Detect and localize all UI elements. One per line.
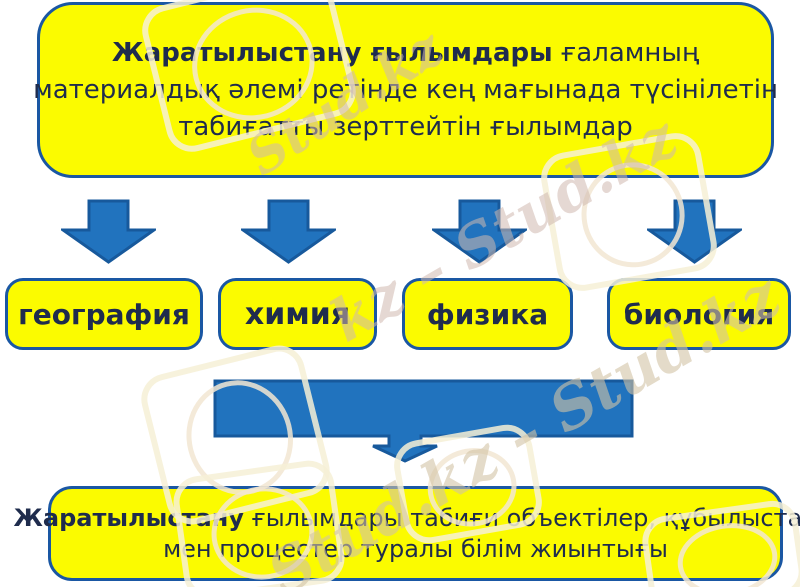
category-label: география <box>18 297 190 331</box>
title-line-1: Жаратылыстану ғылымдары ғаламның <box>112 35 699 72</box>
summary-bold-term: Жаратылыстану <box>13 503 244 532</box>
summary-line-1-rest: ғылымдары табиғи объектілер, құбылыстар <box>243 503 800 532</box>
category-label: химия <box>244 296 351 332</box>
category-label: биология <box>623 297 775 331</box>
category-box-physics: физика <box>402 278 573 350</box>
merge-bar-down-arrow-icon <box>213 379 634 463</box>
down-arrow-icon-chemistry <box>241 199 336 264</box>
title-line-2: материалдық әлемі ретінде кең мағынада т… <box>33 74 778 105</box>
title-box: Жаратылыстану ғылымдары ғаламның материа… <box>33 2 778 178</box>
down-arrow-icon-biology <box>647 199 742 264</box>
category-label: физика <box>426 297 549 331</box>
title-line-3: табиғатты зерттейтін ғылымдар <box>178 111 633 142</box>
title-bold-term: Жаратылыстану ғылымдары <box>111 37 553 68</box>
category-box-biology: биология <box>607 278 791 350</box>
title-line-1-rest: ғаламның <box>552 37 700 68</box>
category-box-chemistry: химия <box>218 278 377 350</box>
summary-line-1: Жаратылыстану ғылымдары табиғи объектіле… <box>14 503 800 534</box>
down-arrow-icon-geography <box>61 199 156 264</box>
category-box-geography: география <box>5 278 203 350</box>
summary-line-2: мен процестер туралы білім жиынтығы <box>163 534 668 563</box>
down-arrow-icon-physics <box>432 199 527 264</box>
summary-box: Жаратылыстану ғылымдары табиғи объектіле… <box>14 486 800 581</box>
